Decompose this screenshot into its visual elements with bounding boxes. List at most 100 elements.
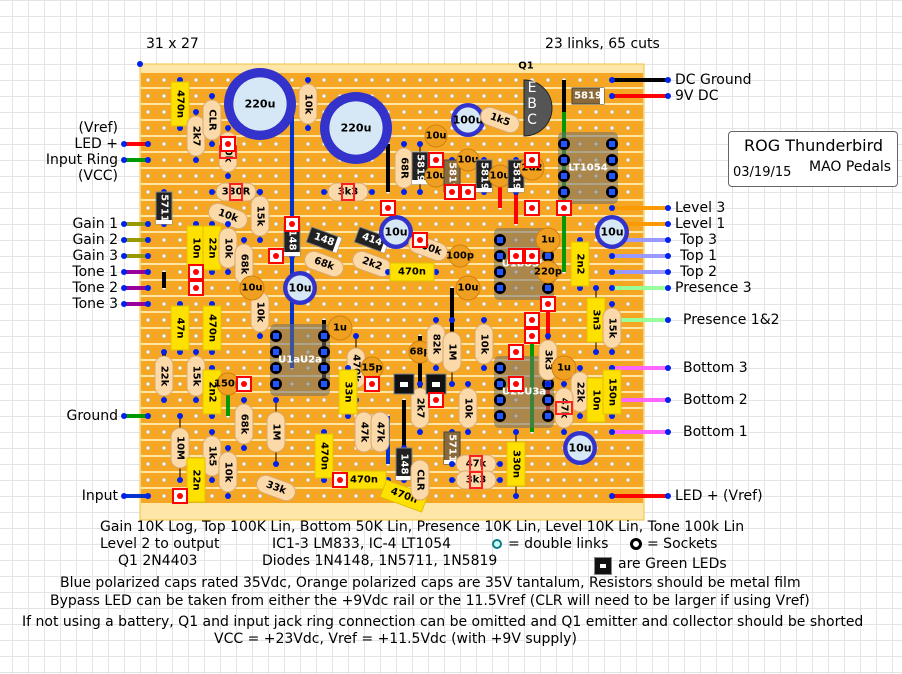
hole [177, 189, 183, 195]
hole [353, 173, 359, 179]
component-film-h: 470n [341, 470, 387, 490]
solder-point [225, 125, 231, 131]
hole [417, 125, 423, 131]
hole [513, 93, 519, 99]
film-cap-body [314, 433, 334, 479]
ic-pin [321, 333, 327, 339]
hole [161, 413, 167, 419]
note-level-output: Level 2 to output [100, 536, 220, 552]
component-film: 470n [170, 81, 190, 127]
diode-band [508, 188, 524, 192]
note-voltages: VCC = +23Vdc, Vref = +11.5Vdc (with +9V … [214, 631, 577, 647]
hole [193, 333, 199, 339]
hole [433, 301, 439, 307]
hole [241, 349, 247, 355]
hole [353, 221, 359, 227]
hole [545, 189, 551, 195]
component-diode: 5819 [411, 151, 429, 185]
strip-cut-dot [225, 141, 231, 147]
hole [321, 493, 327, 499]
hole [433, 285, 439, 291]
right-connection-label: 9V DC [675, 88, 719, 104]
component-label: 10u [457, 283, 478, 294]
wire-end [609, 493, 615, 499]
note-bypass-led: Bypass LED can be taken from either the … [50, 593, 810, 609]
hole [481, 413, 487, 419]
ic-pin [321, 349, 327, 355]
component-res: 22k [154, 355, 174, 397]
hole [145, 317, 151, 323]
component-label: 220u [341, 122, 372, 135]
hole [289, 77, 295, 83]
hole [401, 317, 407, 323]
board-size-label: 31 x 27 [146, 36, 199, 52]
hole [273, 189, 279, 195]
hole [177, 269, 183, 275]
hole [257, 397, 263, 403]
solder-point [209, 477, 215, 483]
ic-pin [321, 365, 327, 371]
hole [337, 365, 343, 371]
component-res: 47k [370, 411, 390, 453]
component-label: 5819 [479, 162, 490, 190]
hole [177, 365, 183, 371]
hole [161, 445, 167, 451]
left-connection-label: Gain 2 [72, 232, 118, 248]
hole [497, 445, 503, 451]
component-res: 1M [266, 411, 286, 453]
solder-point [225, 269, 231, 275]
hole [289, 429, 295, 435]
component-res-d: 33k [256, 474, 296, 502]
tantalum-cap-body [535, 227, 561, 253]
component-label: 1M [447, 344, 458, 361]
film-cap-body [506, 441, 526, 487]
wire-end [121, 269, 127, 275]
transistor-q1-body [523, 79, 553, 137]
component-label: 148 [287, 230, 298, 251]
right-connection-label: Level 1 [675, 216, 726, 232]
hole [321, 397, 327, 403]
electrolytic-cap-inner [383, 219, 409, 245]
hole [305, 141, 311, 147]
solder-point [177, 477, 183, 483]
hole [545, 157, 551, 163]
component-label: 2k7 [415, 398, 426, 419]
solder-point [417, 429, 423, 435]
strip-cut-dot [193, 285, 199, 291]
solder-point [241, 397, 247, 403]
hole [481, 445, 487, 451]
hole [145, 365, 151, 371]
hole [625, 109, 631, 115]
film-cap-body [202, 305, 222, 351]
hole [545, 205, 551, 211]
hole [305, 445, 311, 451]
hole [593, 461, 599, 467]
hole [257, 157, 263, 163]
solder-point [177, 413, 183, 419]
component-res: 1k5 [202, 435, 222, 477]
hole [257, 381, 263, 387]
electrolytic-cap-inner [455, 107, 481, 133]
ic-pin [497, 397, 503, 403]
hole [513, 333, 519, 339]
component-tcap: 10u [455, 275, 481, 301]
solder-point [225, 221, 231, 227]
solder-point [305, 125, 311, 131]
hole [449, 205, 455, 211]
strip-cut-dot [337, 477, 343, 483]
solder-point [257, 237, 263, 243]
component-label: 3k3 [338, 187, 359, 198]
hole [401, 205, 407, 211]
ic-pin [545, 413, 551, 419]
hole [385, 317, 391, 323]
solder-point [193, 349, 199, 355]
component-film: 3n3 [586, 297, 606, 343]
hole [465, 349, 471, 355]
strip-cut-dot [433, 157, 439, 163]
solder-point [465, 381, 471, 387]
solder-point [417, 189, 423, 195]
hole [305, 205, 311, 211]
hole [337, 413, 343, 419]
hole [577, 493, 583, 499]
hole [257, 365, 263, 371]
